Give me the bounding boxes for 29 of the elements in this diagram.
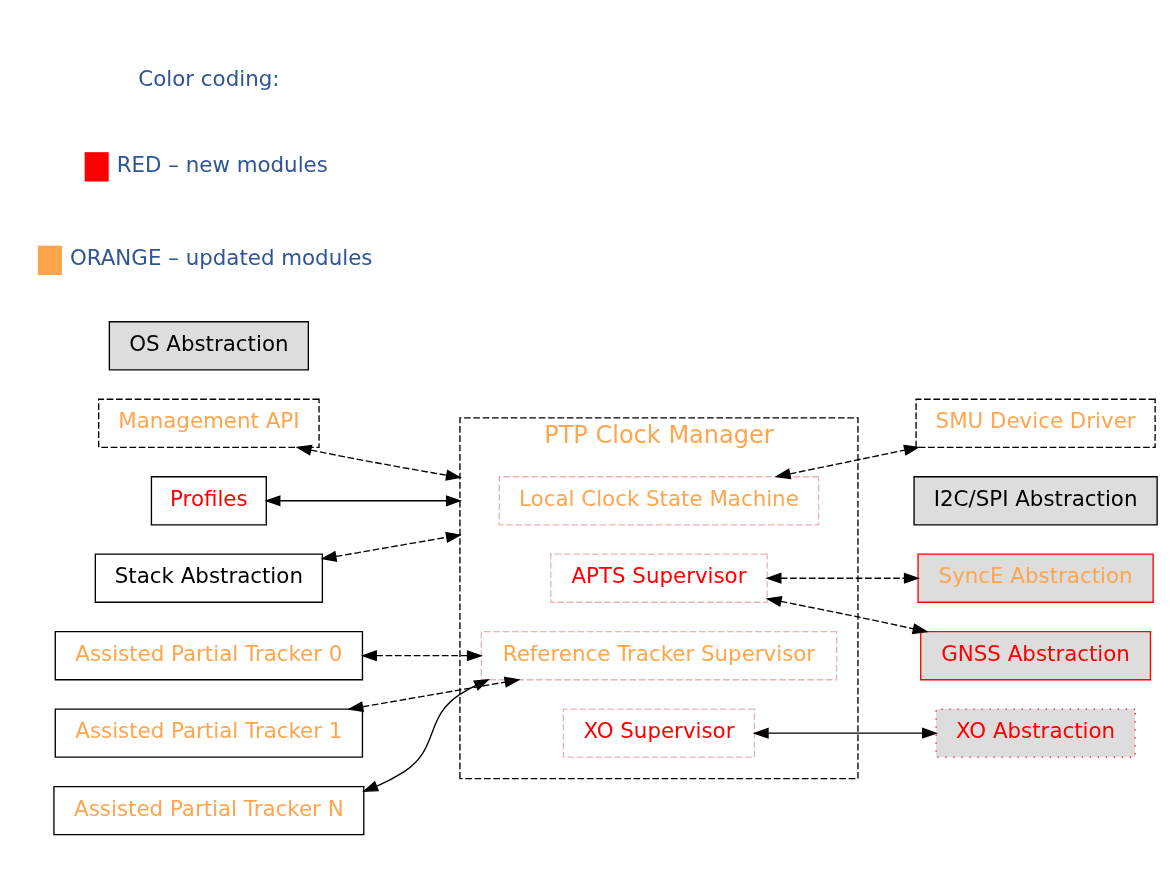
arrow (264, 494, 462, 506)
node-box: OS Abstraction (108, 320, 310, 371)
node-box: Stack Abstraction (94, 553, 324, 603)
node-box: GNSS Abstraction (920, 630, 1152, 680)
node-box: XO Supervisor (562, 707, 756, 758)
node-box: Reference Tracker Supervisor (480, 630, 838, 680)
node-box: XO Abstraction (935, 707, 1136, 758)
arrow (752, 727, 939, 739)
arrow (765, 595, 929, 634)
node-box: Management API (98, 398, 320, 448)
node-box: Assisted Partial Tracker 0 (54, 630, 364, 680)
node-box: Profiles (150, 475, 267, 525)
arrow (360, 649, 483, 661)
legend-label: RED – new modules (116, 151, 328, 177)
arrow (362, 678, 490, 792)
arrow (347, 676, 521, 712)
node-box: APTS Supervisor (550, 553, 768, 603)
arrow (774, 444, 921, 479)
node-box: Local Clock State Machine (498, 475, 820, 525)
arrow (295, 444, 462, 481)
arrow (320, 531, 462, 562)
label: Color coding: (138, 65, 280, 91)
legend-label: ORANGE – updated modules (69, 244, 373, 270)
node-box: Assisted Partial Tracker N (53, 785, 365, 835)
node-box: Assisted Partial Tracker 1 (54, 707, 364, 758)
node-box: SyncE Abstraction (917, 553, 1154, 603)
node-box: SMU Device Driver (915, 398, 1156, 448)
node-box: I2C/SPI Abstraction (913, 475, 1158, 525)
arrow (765, 572, 920, 584)
